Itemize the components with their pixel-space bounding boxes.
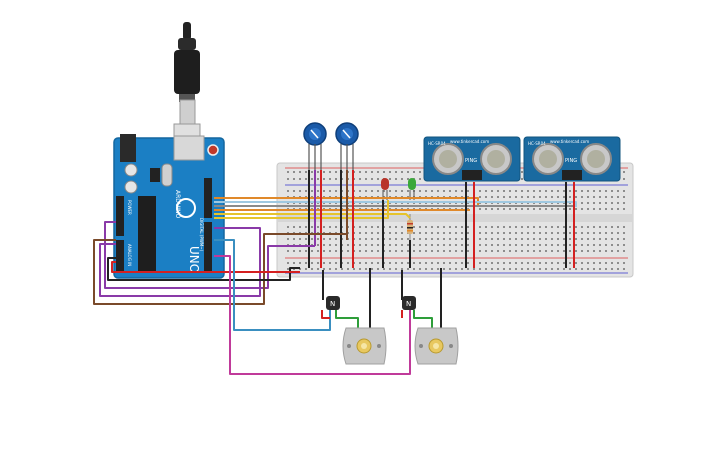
power-pins-label: POWER [127, 200, 132, 215]
sensor-2-url: www.tinkercad.com [550, 139, 589, 144]
dc-motor-2 [414, 327, 459, 365]
board-model-label: UNO [187, 246, 201, 273]
sensor-1-name: PING [465, 158, 477, 164]
analog-pins-label: ANALOG IN [127, 244, 132, 266]
ultrasonic-sensor-2: HC-SR04 www.tinkercad.com PING [523, 136, 621, 182]
transistor-1: N [326, 296, 340, 310]
ultrasonic-sensor-1: HC-SR04 www.tinkercad.com PING [423, 136, 521, 182]
resistor [407, 214, 413, 240]
digital-pins-label: DIGITAL (PWM~) [199, 218, 204, 252]
usb-cable [173, 22, 201, 143]
sensor-2-model: HC-SR04 [528, 141, 546, 146]
sensor-1-model: HC-SR04 [428, 141, 446, 146]
dc-motor-1 [342, 327, 387, 365]
transistor-1-label: N [330, 300, 335, 308]
potentiometer-1 [303, 122, 327, 146]
board-brand-label: ARDUINO [174, 190, 181, 219]
wires [93, 170, 577, 375]
reset-button-icon [207, 144, 219, 156]
sensor-1-url: www.tinkercad.com [450, 139, 489, 144]
breadboard [276, 162, 634, 278]
transistor-2: N [402, 296, 416, 310]
transistor-2-label: N [406, 300, 411, 308]
potentiometer-2 [335, 122, 359, 146]
arduino-board: UNO ARDUINO DIGITAL (PWM~) ANALOG IN POW… [113, 134, 225, 279]
sensor-2-name: PING [565, 158, 577, 164]
arduino-logo-icon [176, 198, 196, 218]
